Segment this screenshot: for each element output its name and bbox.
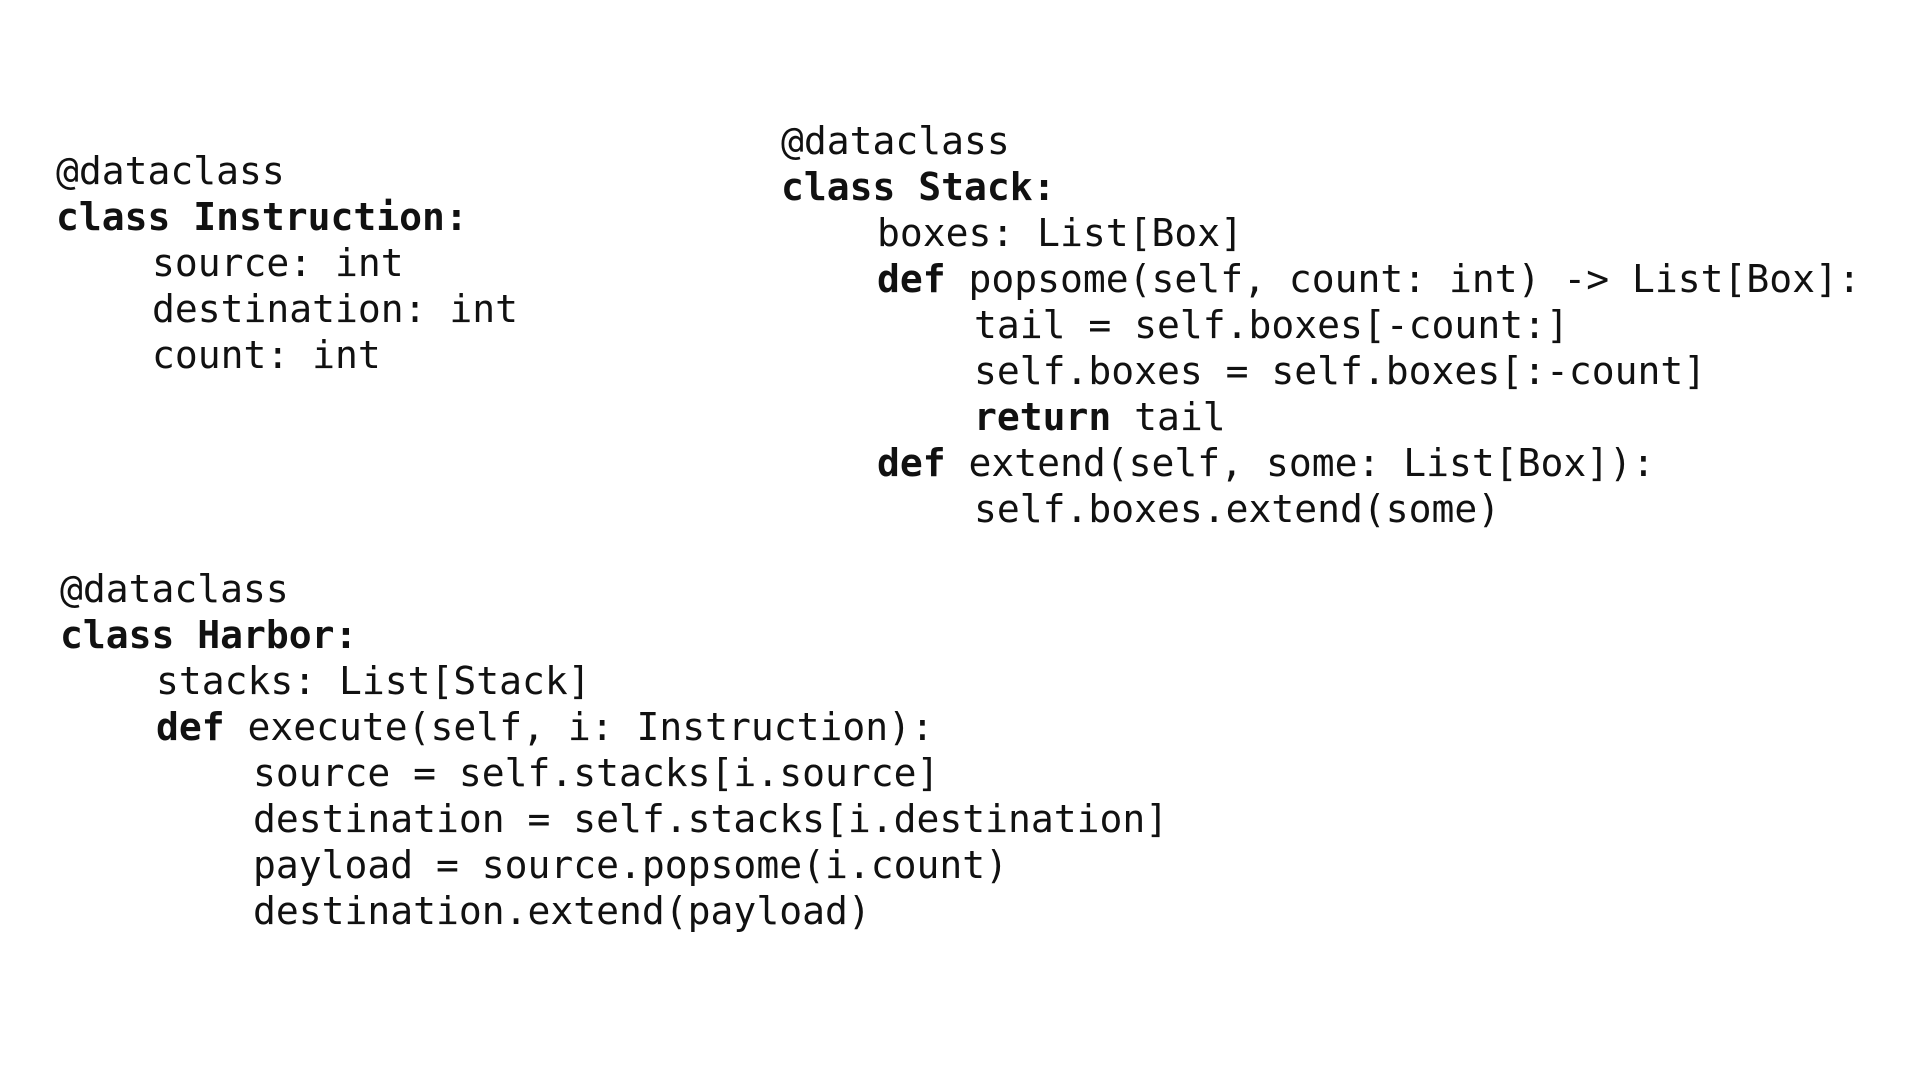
statement-line: self.boxes = self.boxes[:-count] [974, 349, 1707, 393]
decorator-line: @dataclass [56, 149, 285, 193]
field-line-destination: destination: int [152, 287, 519, 331]
return-keyword: return [974, 395, 1112, 439]
statement-line: destination = self.stacks[i.destination] [253, 797, 1169, 841]
decorator-line: @dataclass [60, 567, 289, 611]
def-keyword: def [156, 705, 225, 749]
space [1111, 395, 1134, 439]
statement-line: payload = source.popsome(i.count) [253, 843, 1008, 887]
field-line-stacks: stacks: List[Stack] [156, 659, 591, 703]
method-definition-extend: def extend(self, some: List[Box]): [781, 440, 1861, 486]
field-line-boxes: boxes: List[Box] [877, 211, 1244, 255]
statement-line: self.boxes.extend(some) [974, 487, 1501, 531]
space [895, 165, 918, 209]
field-line-count: count: int [152, 333, 381, 377]
statement-line: source = self.stacks[i.source] [253, 751, 940, 795]
statement-line: tail = self.boxes[-count:] [974, 303, 1569, 347]
class-name: Harbor: [197, 613, 358, 657]
method-signature: extend(self, some: List[Box]): [968, 441, 1655, 485]
class-definition-line: class Instruction: [56, 194, 518, 240]
statement-line: destination.extend(payload) [253, 889, 871, 933]
class-name: Instruction: [193, 195, 468, 239]
class-keyword: class [781, 165, 896, 209]
decorator-line: @dataclass [781, 119, 1010, 163]
method-signature: popsome(self, count: int) -> List[Box]: [968, 257, 1861, 301]
def-keyword: def [877, 441, 946, 485]
return-value: tail [1134, 395, 1226, 439]
method-signature: execute(self, i: Instruction): [247, 705, 934, 749]
field-line-source: source: int [152, 241, 404, 285]
method-definition-popsome: def popsome(self, count: int) -> List[Bo… [781, 256, 1861, 302]
space [225, 705, 248, 749]
return-statement-line: return tail [781, 394, 1861, 440]
class-keyword: class [60, 613, 175, 657]
class-name: Stack: [918, 165, 1056, 209]
class-keyword: class [56, 195, 171, 239]
class-definition-line: class Harbor: [60, 612, 1168, 658]
method-definition-execute: def execute(self, i: Instruction): [60, 704, 1168, 750]
space [174, 613, 197, 657]
space [170, 195, 193, 239]
space [946, 257, 969, 301]
space [946, 441, 969, 485]
class-definition-line: class Stack: [781, 164, 1861, 210]
def-keyword: def [877, 257, 946, 301]
